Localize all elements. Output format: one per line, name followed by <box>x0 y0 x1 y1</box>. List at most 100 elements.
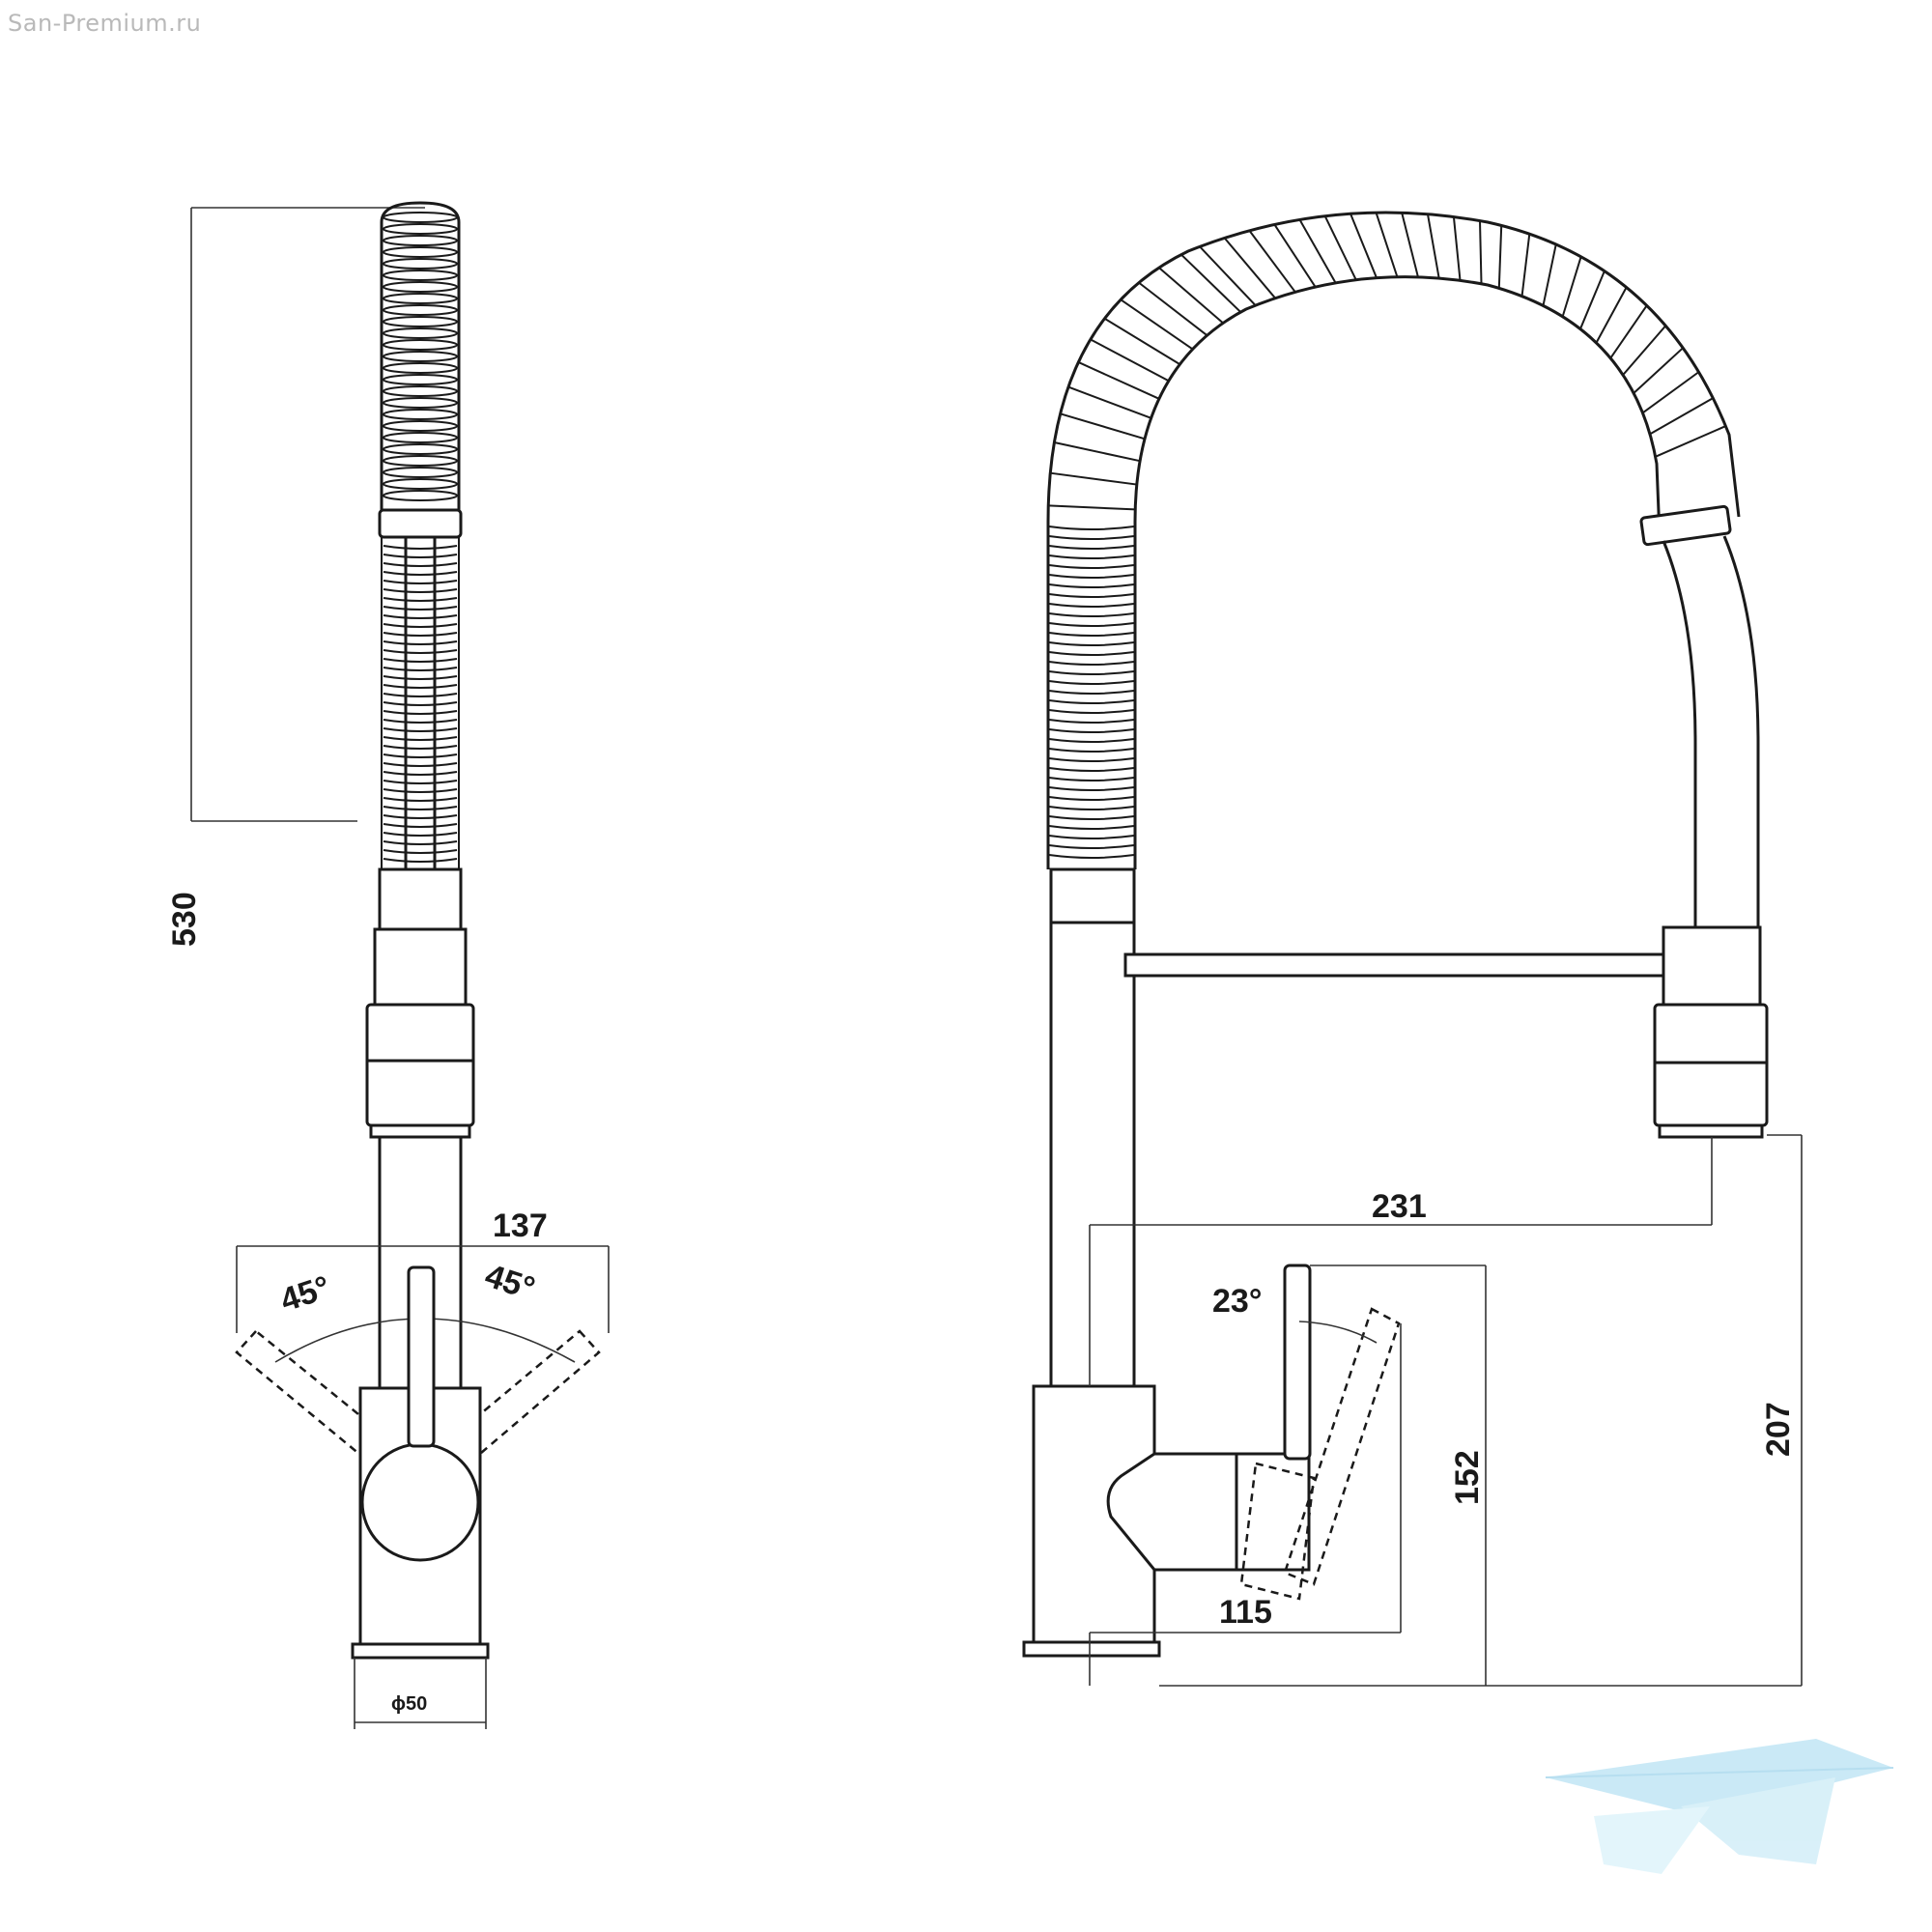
lower-coil-ring <box>383 658 458 663</box>
side-cap-tilted-dashed <box>1239 1462 1316 1601</box>
side-coil-ring <box>1048 757 1135 762</box>
side-coil-ring <box>1048 806 1135 810</box>
side-coil-ring <box>1542 243 1557 306</box>
side-coil-ring <box>1048 661 1135 666</box>
side-coil-ring <box>1138 281 1208 336</box>
side-coil-ring <box>1048 545 1135 550</box>
side-coil-ring <box>1103 317 1180 365</box>
side-coil-ring <box>1048 632 1135 637</box>
side-coil-ring <box>1350 213 1378 279</box>
lower-coil-ring <box>383 623 458 628</box>
lower-coil-ring <box>383 806 458 810</box>
coil-inner-contour <box>1133 275 1662 869</box>
lower-coil-ring <box>383 762 458 767</box>
side-coil-ring <box>1641 371 1700 414</box>
lower-coil-ring <box>383 753 458 758</box>
side-coil-ring <box>1048 699 1135 704</box>
coil-ring <box>383 327 458 339</box>
coil-ring <box>383 443 458 455</box>
side-lever-handle[interactable] <box>1283 1264 1312 1461</box>
side-coil-ring <box>1048 728 1135 733</box>
handle-angle-label: 23° <box>1212 1283 1262 1320</box>
coil-ring <box>383 316 458 327</box>
side-coil-rings <box>1048 212 1726 859</box>
lower-coil-ring <box>383 667 458 671</box>
side-coil-ring <box>1426 213 1440 279</box>
side-coil-ring <box>1048 719 1135 724</box>
side-coil-ring <box>1649 397 1714 436</box>
side-cartridge-cap <box>1235 1452 1311 1572</box>
side-coil-ring <box>1090 338 1170 383</box>
coil-ring <box>383 339 458 351</box>
front-spray-head <box>365 1003 475 1127</box>
coil-ring <box>383 362 458 374</box>
spray-head-nozzle <box>369 1123 471 1139</box>
coil-ring <box>383 246 458 258</box>
front-spring-coil <box>378 201 463 930</box>
lower-coil-ring <box>383 571 458 576</box>
coil-top-cap <box>380 201 461 223</box>
side-coil-ring <box>1067 385 1151 419</box>
lower-coil-ring <box>383 736 458 741</box>
side-coil-ring <box>1452 216 1462 281</box>
side-coil-ring <box>1479 220 1483 284</box>
side-coil-ring <box>1048 835 1135 839</box>
side-coil-ring <box>1520 234 1531 297</box>
side-cartridge <box>1106 1452 1238 1572</box>
site-watermark: San-Premium.ru <box>8 10 202 37</box>
lower-coil-ring <box>383 719 458 724</box>
height-label: 530 <box>166 892 203 947</box>
side-coil-ring <box>1048 603 1135 608</box>
side-view: 23° 231 152 207 115 <box>1022 211 1803 1687</box>
side-coil-ring <box>1048 690 1135 695</box>
side-coil-ring <box>1048 815 1135 820</box>
side-coil-ring <box>1048 583 1135 588</box>
side-coil-ring <box>1048 767 1135 772</box>
lower-coil-ring <box>383 823 458 828</box>
lower-coil-ring <box>383 640 458 645</box>
coil-ring <box>383 455 458 467</box>
lower-coil-ring <box>383 849 458 854</box>
side-coil-ring <box>1048 796 1135 801</box>
holder-bar <box>1123 952 1668 978</box>
side-coil-ring <box>1497 225 1503 289</box>
side-coil-ring <box>1077 361 1160 400</box>
coil-end-collar <box>1639 504 1732 547</box>
front-upper-sleeve <box>378 867 463 931</box>
brand-logo <box>1545 1739 1894 1874</box>
side-coil-ring <box>1579 270 1605 329</box>
side-coil-ring <box>1060 412 1146 440</box>
side-holder-block <box>1662 925 1762 1007</box>
side-coil-ring <box>1048 574 1135 579</box>
lower-coil-ring <box>383 797 458 802</box>
side-coil-ring <box>1048 622 1135 627</box>
side-coil-ring <box>1048 709 1135 714</box>
side-coil-ring <box>1048 651 1135 656</box>
lower-coil-ring <box>383 814 458 819</box>
side-coil-ring <box>1048 564 1135 569</box>
side-coil-ring <box>1048 612 1135 617</box>
lower-coil-ring <box>383 858 458 863</box>
coil-ring <box>383 467 458 478</box>
lower-coil-ring <box>383 727 458 732</box>
lower-coil-ring <box>383 693 458 697</box>
side-coil-ring <box>1048 680 1135 685</box>
hose-left-edge <box>1662 540 1697 927</box>
side-coil-ring <box>1199 245 1257 306</box>
front-lever-handle[interactable] <box>407 1265 436 1448</box>
front-base-plate <box>351 1642 490 1660</box>
side-coil-ring <box>1273 223 1317 288</box>
lower-coil-ring <box>383 832 458 837</box>
side-coil-ring <box>1048 748 1135 753</box>
coil-ring <box>383 258 458 270</box>
lower-coil-ring <box>383 632 458 637</box>
lower-coil-ring <box>383 597 458 602</box>
lower-coil-ring <box>383 588 458 593</box>
coil-ring <box>383 223 458 235</box>
lower-coil-ring <box>383 684 458 689</box>
side-coil-ring <box>1048 593 1135 598</box>
side-coil-ring <box>1561 256 1582 318</box>
lower-coil-ring <box>383 545 458 550</box>
side-coil-ring <box>1048 854 1135 859</box>
coil-ring <box>383 478 458 490</box>
